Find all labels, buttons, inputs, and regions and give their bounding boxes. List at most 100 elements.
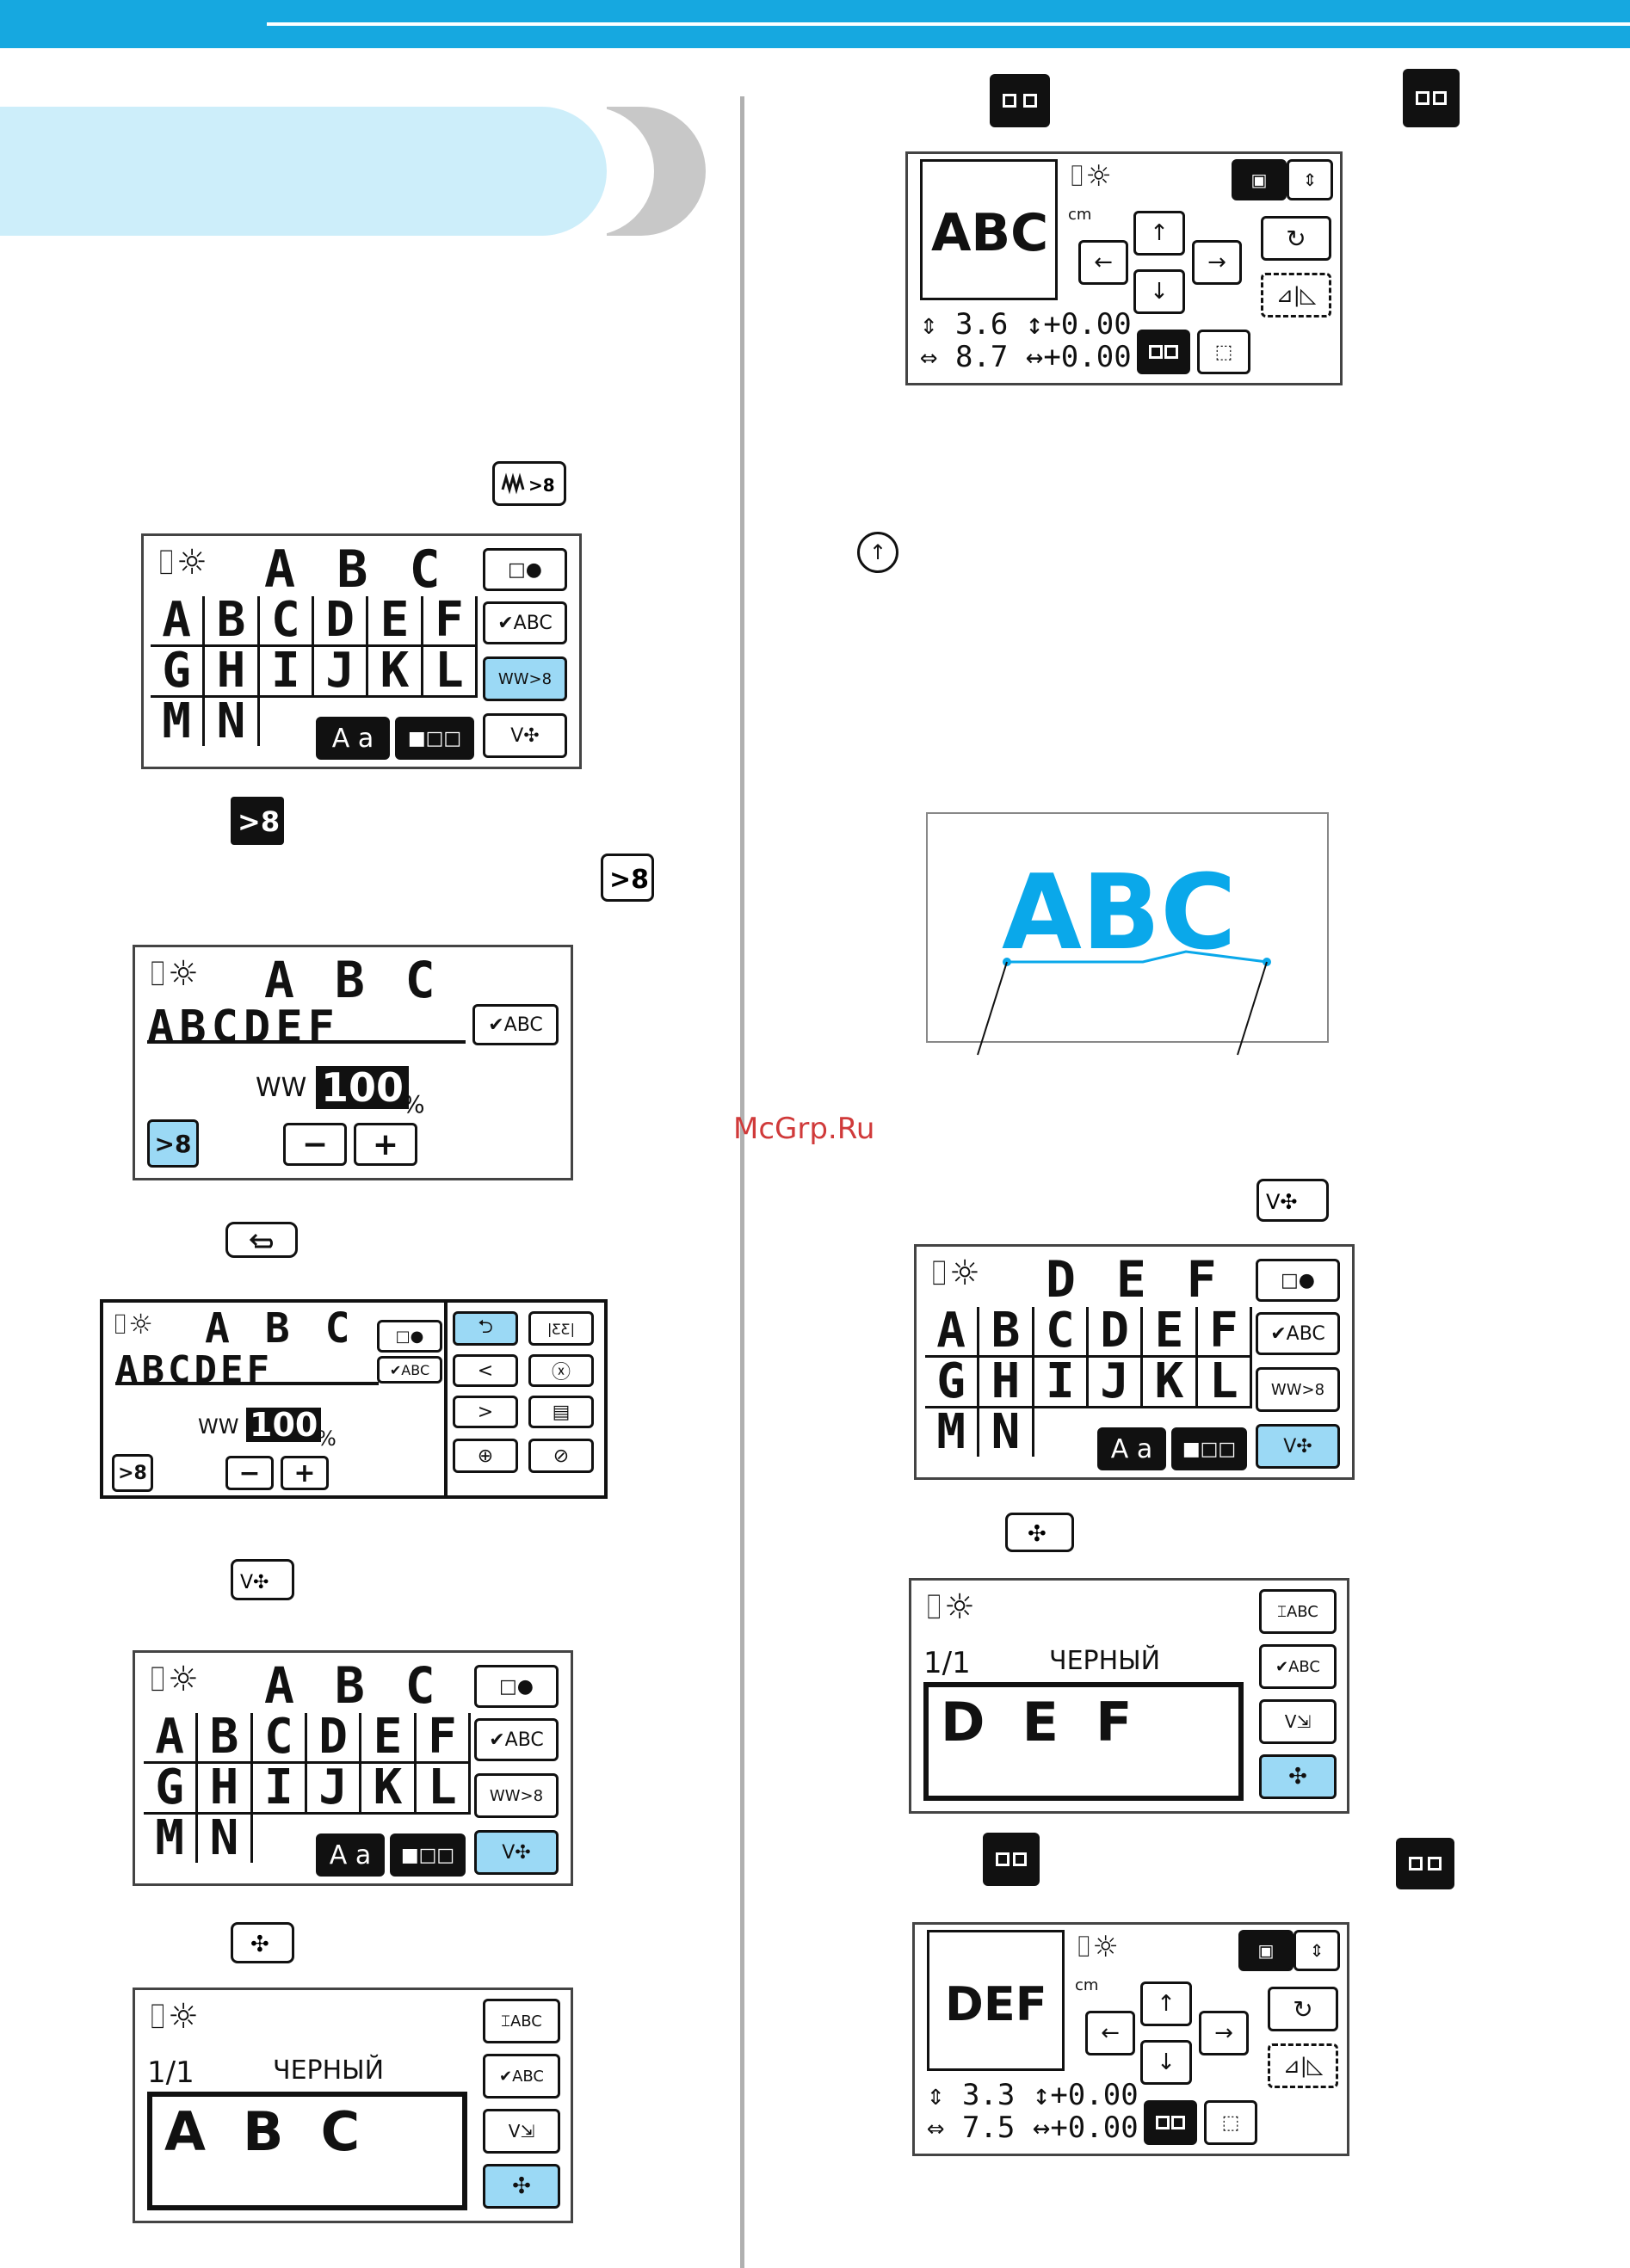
char-cell[interactable]: M <box>925 1408 980 1457</box>
char-cell[interactable]: F <box>423 596 478 647</box>
case-toggle-button[interactable]: A a <box>316 1834 385 1877</box>
minus-button[interactable]: − <box>225 1456 274 1490</box>
down-arrow-button[interactable]: ↓ <box>1133 269 1185 314</box>
char-cell[interactable]: J <box>306 1764 362 1815</box>
char-cell[interactable]: L <box>416 1764 471 1815</box>
needle-move-button[interactable]: V⇲ <box>1259 1699 1337 1744</box>
layout-button-active[interactable] <box>1137 330 1190 374</box>
settings-button[interactable]: ⓧ <box>528 1354 594 1387</box>
char-cell[interactable]: N <box>205 698 260 746</box>
scissors-key-outline-icon[interactable]: >8 <box>601 854 654 902</box>
char-cell[interactable]: E <box>1143 1307 1198 1358</box>
right-arrow-button[interactable]: → <box>1199 2011 1249 2055</box>
check-abc-button[interactable]: ✔ABC <box>483 601 567 644</box>
char-cell[interactable]: C <box>259 596 314 647</box>
char-cell[interactable]: H <box>979 1358 1034 1408</box>
help-button[interactable]: ▤ <box>528 1396 594 1428</box>
resize-button[interactable]: ⇕ <box>1287 159 1333 200</box>
case-toggle-button[interactable]: A a <box>1097 1427 1166 1470</box>
stitch-cut-button[interactable]: WW>8 <box>474 1773 559 1818</box>
char-cell[interactable]: A <box>925 1307 980 1358</box>
edit-key-icon-right[interactable]: V✣ <box>1256 1179 1329 1222</box>
check-abc-button[interactable]: ✔ABC <box>1259 1644 1337 1689</box>
font-select-button[interactable]: □● <box>483 548 567 591</box>
plus-button[interactable]: + <box>281 1456 329 1490</box>
back-button[interactable]: ⮌ <box>453 1311 518 1346</box>
char-cell[interactable]: I <box>252 1764 307 1815</box>
char-cell[interactable]: D <box>306 1713 362 1764</box>
char-cell[interactable]: G <box>925 1358 980 1408</box>
char-cell[interactable]: L <box>423 647 478 698</box>
character-grid[interactable]: A B C D E F G H I J K L M N <box>144 1713 471 1863</box>
char-cell[interactable]: D <box>313 596 369 647</box>
minus-button[interactable]: − <box>283 1123 347 1166</box>
left-arrow-button[interactable]: ← <box>1078 240 1128 285</box>
frame-button[interactable]: ⬚ <box>1204 2100 1257 2145</box>
char-cell[interactable]: C <box>252 1713 307 1764</box>
spacing-button[interactable]: ■□□ <box>1171 1427 1247 1470</box>
back-key-icon[interactable] <box>225 1222 298 1258</box>
rotate-button[interactable]: ↻ <box>1268 1987 1338 2031</box>
spacing-button[interactable]: ■□□ <box>395 717 474 760</box>
scissors-button[interactable]: >8 <box>147 1119 199 1168</box>
char-cell[interactable]: B <box>205 596 260 647</box>
char-cell[interactable]: E <box>361 1713 417 1764</box>
layout-key-icon-4[interactable] <box>1396 1838 1454 1889</box>
edit-button[interactable]: V✣ <box>474 1830 559 1875</box>
frame-button[interactable]: ⬚ <box>1197 330 1250 374</box>
char-cell[interactable]: H <box>198 1764 253 1815</box>
mirror-button[interactable]: ⊿|◺ <box>1261 273 1331 317</box>
spacing-button[interactable]: ■□□ <box>390 1834 466 1877</box>
char-cell[interactable]: I <box>1034 1358 1089 1408</box>
char-cell[interactable]: E <box>368 596 423 647</box>
check-abc-button[interactable]: ✔ABC <box>1256 1312 1340 1355</box>
char-cell[interactable]: A <box>151 596 206 647</box>
font-select-button[interactable]: □● <box>474 1665 559 1708</box>
layout-key-icon[interactable] <box>990 74 1050 127</box>
layout-key-icon-2[interactable] <box>1403 69 1460 127</box>
clear-button[interactable]: ⊘ <box>528 1439 594 1473</box>
char-cell[interactable]: M <box>144 1815 199 1863</box>
abc-layout-button[interactable]: ⌶ABC <box>483 1999 560 2043</box>
char-cell[interactable]: B <box>979 1307 1034 1358</box>
char-cell[interactable]: G <box>151 647 206 698</box>
prev-button[interactable]: < <box>453 1354 518 1387</box>
move-button[interactable]: ✣ <box>483 2164 560 2209</box>
char-cell[interactable]: K <box>368 647 423 698</box>
font-select-button[interactable]: □● <box>1256 1259 1340 1302</box>
char-cell[interactable]: B <box>198 1713 253 1764</box>
edit-button[interactable]: V✣ <box>1256 1424 1340 1469</box>
char-cell[interactable]: A <box>144 1713 199 1764</box>
char-cell[interactable]: M <box>151 698 206 746</box>
up-arrow-button[interactable]: ↑ <box>1140 1981 1192 2026</box>
char-cell[interactable]: H <box>205 647 260 698</box>
char-cell[interactable]: G <box>144 1764 199 1815</box>
memory-button[interactable]: ⊕ <box>453 1439 518 1473</box>
char-cell[interactable]: F <box>1197 1307 1252 1358</box>
char-cell[interactable]: F <box>416 1713 471 1764</box>
stitch-cut-button[interactable]: WW>8 <box>1256 1367 1340 1412</box>
font-select-button[interactable]: □● <box>377 1320 442 1353</box>
next-button[interactable]: > <box>453 1396 518 1428</box>
needle-move-button[interactable]: V⇲ <box>483 2109 560 2154</box>
char-cell[interactable]: K <box>1143 1358 1198 1408</box>
mirror-button[interactable]: ⊿|◺ <box>1268 2043 1338 2088</box>
move-key-icon-right[interactable]: ✣ <box>1005 1513 1074 1552</box>
left-arrow-button[interactable]: ← <box>1085 2011 1135 2055</box>
right-arrow-button[interactable]: → <box>1192 240 1242 285</box>
char-cell[interactable]: J <box>1088 1358 1144 1408</box>
move-button[interactable]: ✣ <box>1259 1754 1337 1799</box>
char-cell[interactable]: I <box>259 647 314 698</box>
edit-button[interactable]: V✣ <box>483 713 567 758</box>
char-cell[interactable]: N <box>979 1408 1034 1457</box>
scissors-button[interactable]: >8 <box>112 1454 153 1492</box>
resize-button[interactable]: ⇕ <box>1294 1930 1340 1971</box>
size-button[interactable]: ▣ <box>1238 1930 1294 1971</box>
up-arrow-button[interactable]: ↑ <box>1133 211 1185 256</box>
stitch-cut-button[interactable]: WW>8 <box>483 656 567 701</box>
char-cell[interactable]: K <box>361 1764 417 1815</box>
char-cell[interactable]: D <box>1088 1307 1144 1358</box>
down-arrow-button[interactable]: ↓ <box>1140 2040 1192 2085</box>
stitch-cut-key-icon[interactable]: >8 <box>492 461 566 506</box>
size-button[interactable]: ▣ <box>1232 159 1287 200</box>
